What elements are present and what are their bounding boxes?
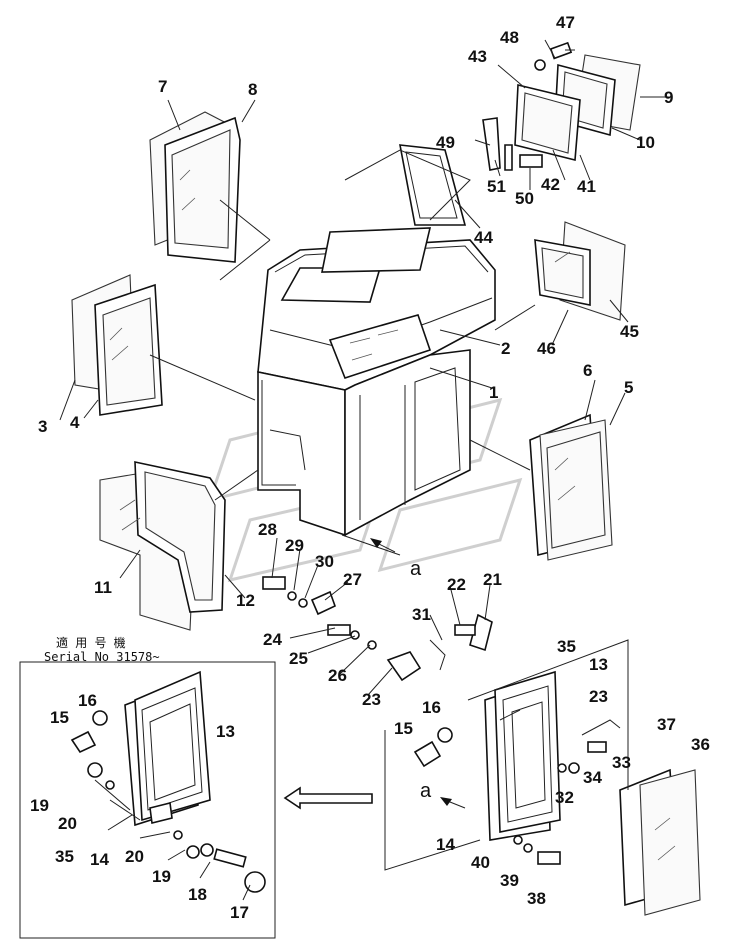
leader-lines: [59, 39, 670, 696]
part-label-36: 36: [691, 735, 710, 754]
door-assembly-inset: [124, 670, 211, 827]
part-label-40: 40: [471, 853, 490, 872]
part-label-31: 31: [412, 605, 431, 624]
part-label-47: 47: [556, 13, 575, 32]
part-label-27: 27: [343, 570, 362, 589]
inset-label-16: 16: [78, 691, 97, 710]
inset-box: [19, 661, 276, 939]
part-label-10: 10: [636, 133, 655, 152]
inset-label-19a: 19: [30, 796, 49, 815]
hardware-32-34: [557, 719, 621, 774]
inset-label-20b: 20: [125, 847, 144, 866]
gasket-44: [399, 144, 467, 226]
part-label-4: 4: [70, 413, 80, 432]
part-label-25: 25: [289, 649, 308, 668]
part-label-29: 29: [285, 536, 304, 555]
callout-arrow-main: [370, 538, 396, 553]
part-label-44: 44: [474, 228, 493, 247]
part-label-39: 39: [500, 871, 519, 890]
part-label-32: 32: [555, 788, 574, 807]
part-label-38: 38: [527, 889, 546, 908]
serial-note-line1: 適 用 号 機: [56, 635, 126, 650]
part-label-22: 22: [447, 575, 466, 594]
inset-label-35: 35: [55, 847, 74, 866]
part-label-12: 12: [236, 591, 255, 610]
part-label-35: 35: [557, 637, 576, 656]
part-label-15: 15: [394, 719, 413, 738]
inset-label-14: 14: [90, 850, 109, 869]
part-label-50: 50: [515, 189, 534, 208]
window-7-8: [149, 111, 241, 263]
part-label-30: 30: [315, 552, 334, 571]
part-label-23a: 23: [362, 690, 381, 709]
inset-label-17: 17: [230, 903, 249, 922]
inset-hardware: [70, 710, 266, 901]
part-label-3: 3: [38, 417, 47, 436]
part-label-6: 6: [583, 361, 592, 380]
part-label-13: 13: [589, 655, 608, 674]
callout-arrow-door: [440, 797, 466, 809]
hardware-49-51: [482, 117, 543, 171]
part-label-49: 49: [436, 133, 455, 152]
inset-label-13: 13: [216, 722, 235, 741]
inset-label-18: 18: [188, 885, 207, 904]
part-label-8: 8: [248, 80, 257, 99]
part-labels: 7 8 9 10 41 42 51 50 49 44 47 48 43 45 4…: [30, 13, 710, 922]
window-5-6: [529, 413, 613, 561]
arrow-to-inset: [283, 786, 373, 810]
part-label-21: 21: [483, 570, 502, 589]
window-11-12: [99, 461, 226, 631]
part-label-28: 28: [258, 520, 277, 539]
cab-body: [257, 227, 496, 537]
part-label-23b: 23: [589, 687, 608, 706]
part-label-2: 2: [501, 339, 510, 358]
part-label-1: 1: [489, 383, 498, 402]
door-glass-36-37: [619, 768, 701, 916]
inset-label-20a: 20: [58, 814, 77, 833]
part-label-41: 41: [577, 177, 596, 196]
callout-letter-door: a: [420, 780, 432, 802]
inset-label-19b: 19: [152, 867, 171, 886]
window-45-46: [534, 221, 626, 321]
part-label-14: 14: [436, 835, 455, 854]
hardware-38-40: [513, 835, 561, 865]
part-label-34: 34: [583, 768, 602, 787]
window-9-10: [514, 54, 641, 162]
hardware-47-48: [534, 41, 573, 71]
window-3-4: [71, 274, 163, 416]
serial-note-line2: Serial No 31578~: [44, 650, 160, 664]
part-label-33: 33: [612, 753, 631, 772]
part-label-5: 5: [624, 378, 633, 397]
part-label-42: 42: [541, 175, 560, 194]
part-label-24: 24: [263, 630, 282, 649]
part-label-26: 26: [328, 666, 347, 685]
part-label-51: 51: [487, 177, 506, 196]
part-label-48: 48: [500, 28, 519, 47]
part-label-11: 11: [94, 578, 112, 597]
part-label-45: 45: [620, 322, 639, 341]
callout-letter-main: a: [410, 558, 422, 580]
part-label-37: 37: [657, 715, 676, 734]
part-label-9: 9: [664, 88, 673, 107]
door-assembly-right: [484, 670, 561, 841]
part-label-43: 43: [468, 47, 487, 66]
part-label-7: 7: [158, 77, 167, 96]
part-label-16: 16: [422, 698, 441, 717]
bolt-15-16-right: [413, 727, 453, 768]
inset-label-15: 15: [50, 708, 69, 727]
guide-lines: [149, 149, 629, 871]
part-label-46: 46: [537, 339, 556, 358]
